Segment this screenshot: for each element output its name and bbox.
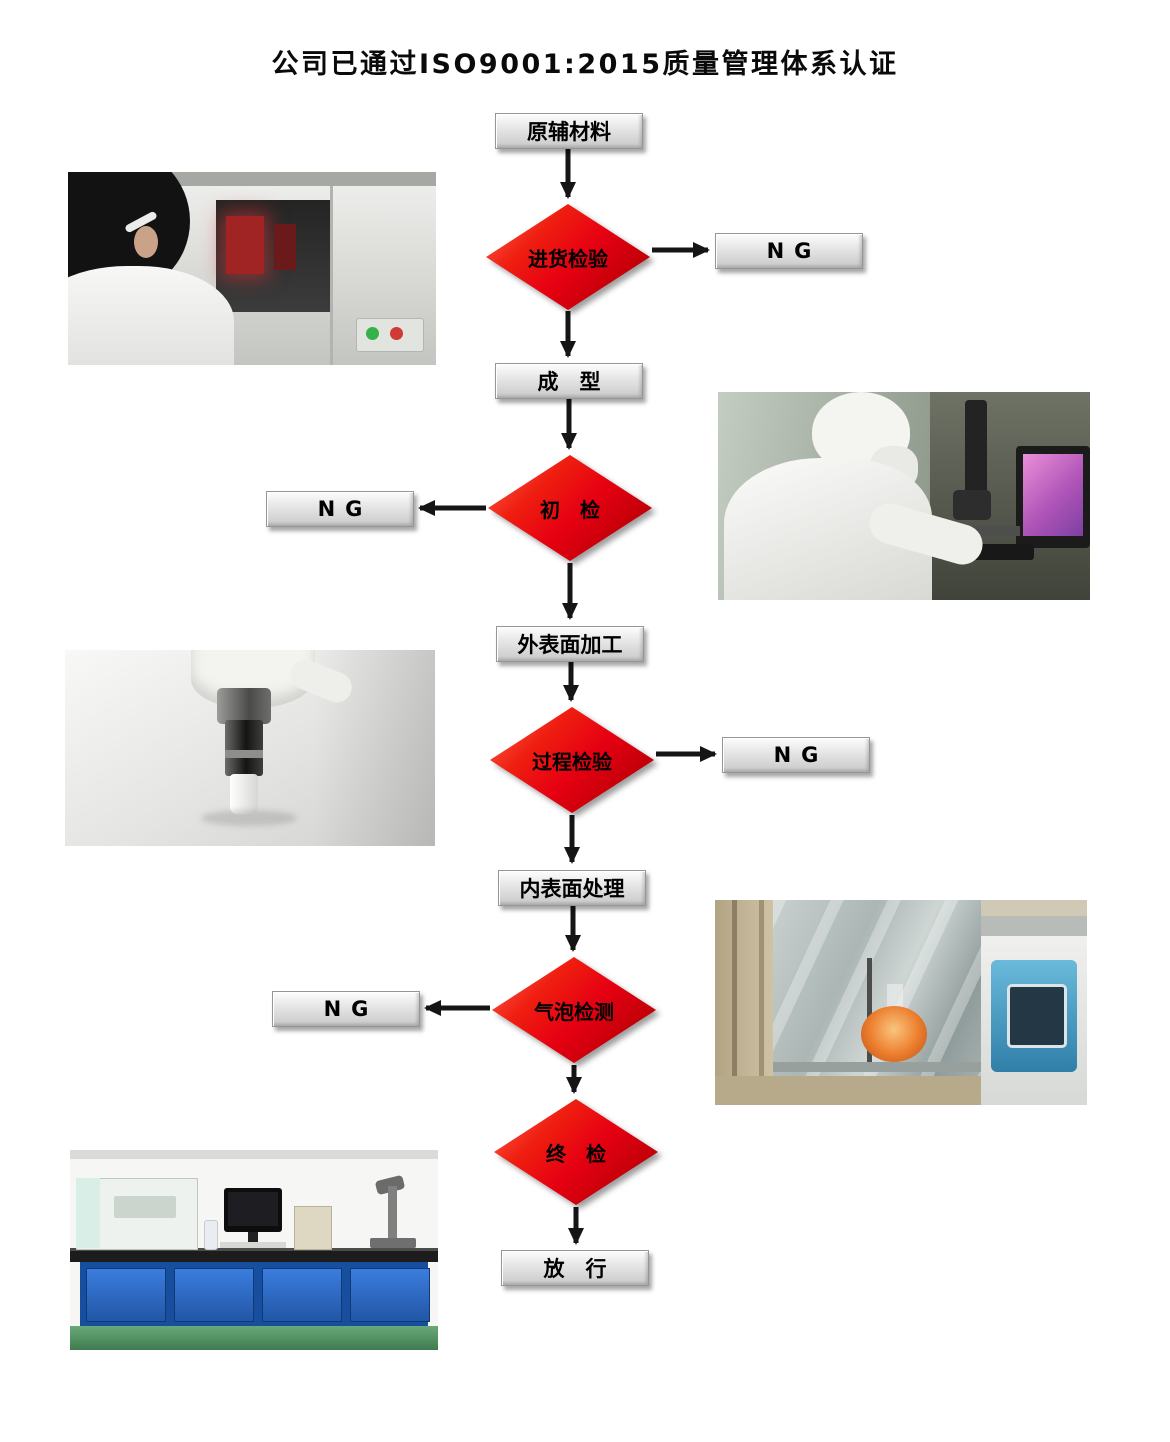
ng-result-bubble: NG <box>272 991 420 1027</box>
decision-diamond: 气泡检测 <box>492 957 656 1063</box>
node-forming: 成 型 <box>495 363 643 399</box>
cabinet-door <box>350 1268 430 1322</box>
monitor-screen <box>1023 454 1083 536</box>
decision-diamond: 过程检验 <box>490 707 654 813</box>
spectrometer-operator-photo <box>68 172 436 365</box>
decision-diamond: 初 检 <box>488 455 652 561</box>
node-inner-surface-label: 内表面处理 <box>519 877 625 901</box>
node-initial-inspection-label: 初 检 <box>540 497 600 522</box>
ng-result-initial: NG <box>266 491 414 527</box>
burner-part <box>274 224 296 270</box>
operator-shoulder <box>68 266 234 365</box>
ng-result-incoming: NG <box>715 233 863 269</box>
pc-tower <box>294 1206 332 1250</box>
tool-shadow <box>201 810 297 826</box>
wall-frame-line <box>732 900 737 1105</box>
tool-tip <box>230 774 258 814</box>
node-outer-surface-label: 外表面加工 <box>517 633 623 657</box>
page-title: 公司已通过ISO9001:2015质量管理体系认证 <box>271 49 899 80</box>
wall-left <box>715 900 773 1105</box>
surface-machining-photo <box>65 650 435 846</box>
node-release: 放 行 <box>501 1250 649 1286</box>
node-bubble-detection: 气泡检测 <box>492 957 656 1063</box>
decision-diamond: 进货检验 <box>486 204 650 310</box>
floor <box>70 1326 438 1350</box>
cabinet-door <box>86 1268 166 1322</box>
machine-window <box>1007 984 1067 1048</box>
node-raw-materials: 原辅材料 <box>495 113 643 149</box>
floor-strip <box>715 1076 981 1105</box>
node-release-label: 放 行 <box>543 1257 607 1281</box>
green-button <box>366 327 379 340</box>
operator-ear <box>134 226 158 258</box>
monitor-screen <box>228 1192 278 1226</box>
monitor-stand <box>248 1232 258 1242</box>
cabinet-door <box>262 1268 342 1322</box>
node-process-inspection: 过程检验 <box>490 707 654 813</box>
ng-label: NG <box>773 743 829 767</box>
node-incoming-inspection: 进货检验 <box>486 204 650 310</box>
machine-top-edge <box>152 172 436 186</box>
reagent-bottle <box>204 1220 218 1250</box>
flame-glow <box>226 216 264 274</box>
machine-top <box>981 916 1087 936</box>
node-inner-surface-treatment: 内表面处理 <box>498 870 646 906</box>
node-process-inspection-label: 过程检验 <box>532 749 612 774</box>
machine-door-seam <box>330 186 333 365</box>
keyboard <box>220 1242 286 1248</box>
node-raw-materials-label: 原辅材料 <box>527 120 611 144</box>
tool-body <box>225 720 263 776</box>
decision-diamond: 终 检 <box>494 1099 658 1205</box>
counter-highlight <box>70 1248 438 1251</box>
node-forming-label: 成 型 <box>537 370 601 394</box>
node-bubble-detection-label: 气泡检测 <box>534 999 614 1024</box>
tool-band <box>225 750 263 758</box>
cabinet-door <box>174 1268 254 1322</box>
wall-frame-line-2 <box>759 900 764 1105</box>
ng-label: NG <box>766 239 822 263</box>
lab-bench-instruments-photo <box>70 1150 438 1350</box>
node-final-inspection-label: 终 检 <box>546 1141 606 1166</box>
ng-label: NG <box>317 497 373 521</box>
hood-sill <box>773 1062 981 1072</box>
node-outer-surface-processing: 外表面加工 <box>496 626 644 662</box>
microscope-column <box>965 400 987 504</box>
aas-detail <box>114 1196 176 1218</box>
ceiling-strip <box>70 1150 438 1159</box>
ng-result-process: NG <box>722 737 870 773</box>
node-incoming-inspection-label: 进货检验 <box>528 246 608 271</box>
fume-hood-test-photo <box>715 900 1087 1105</box>
microscope-inspection-photo <box>718 392 1090 600</box>
bench-microscope-column <box>388 1186 397 1240</box>
ng-label: NG <box>323 997 379 1021</box>
tool-chuck <box>217 688 271 724</box>
bench-microscope-base <box>370 1238 416 1248</box>
aas-teal-panel <box>76 1178 100 1248</box>
node-initial-inspection: 初 检 <box>488 455 652 561</box>
heated-flask <box>861 1006 927 1062</box>
glass-reflection <box>773 900 981 1105</box>
microscope-head <box>953 490 991 520</box>
red-button <box>390 327 403 340</box>
node-final-inspection: 终 检 <box>494 1099 658 1205</box>
counter-top <box>70 1248 438 1262</box>
